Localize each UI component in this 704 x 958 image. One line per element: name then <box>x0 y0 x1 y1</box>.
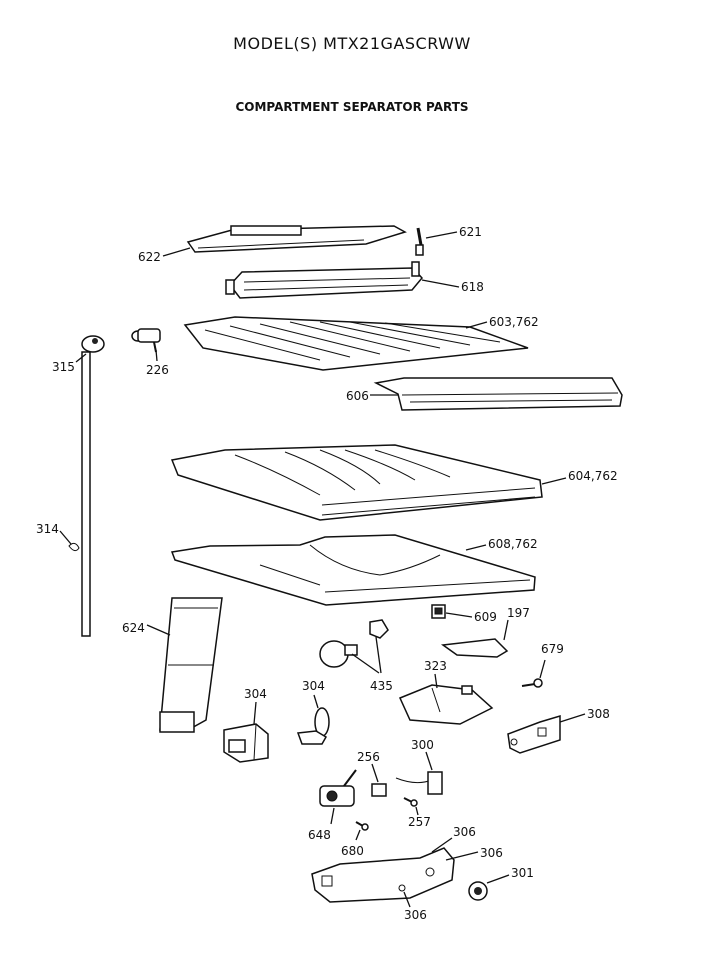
leader-609 <box>445 612 473 618</box>
leader-308 <box>559 713 586 723</box>
leader-300 <box>425 751 433 771</box>
part-314-clip <box>68 542 80 552</box>
leader-197 <box>503 619 509 641</box>
leader-604 <box>541 477 567 485</box>
leader-618 <box>421 279 460 288</box>
part-300-thermostat <box>395 771 443 795</box>
part-197-spring <box>440 638 509 658</box>
leader-622 <box>162 247 191 257</box>
label-621: 621 <box>459 225 482 239</box>
label-314: 314 <box>36 522 59 536</box>
part-622-cover <box>186 225 407 253</box>
label-608-762: 608,762 <box>488 537 538 551</box>
page-title: MODEL(S) MTX21GASCRWW <box>233 34 471 53</box>
leader-315 <box>75 353 87 363</box>
label-308: 308 <box>587 707 610 721</box>
part-301-grommet <box>468 881 488 901</box>
leader-256 <box>371 763 379 783</box>
label-618: 618 <box>461 280 484 294</box>
label-315: 315 <box>52 360 75 374</box>
part-618-rail <box>225 261 423 299</box>
leader-301 <box>486 874 510 884</box>
part-606-trim <box>373 377 623 411</box>
label-680: 680 <box>341 844 364 858</box>
part-306-housing <box>311 847 455 903</box>
leader-603 <box>465 321 488 329</box>
leader-306a <box>431 837 453 853</box>
label-304-right: 304 <box>302 679 325 693</box>
leader-306c <box>403 891 411 908</box>
leader-304b <box>313 694 319 709</box>
label-323: 323 <box>424 659 447 673</box>
label-624: 624 <box>122 621 145 635</box>
label-603-762: 603,762 <box>489 315 539 329</box>
leader-608 <box>465 544 487 551</box>
label-226: 226 <box>146 363 169 377</box>
leader-648 <box>330 807 335 825</box>
part-435-bulb <box>319 619 389 668</box>
leader-680 <box>355 829 361 841</box>
part-679-screw <box>521 678 543 688</box>
label-300: 300 <box>411 738 434 752</box>
part-308-bracket <box>507 714 561 754</box>
label-257: 257 <box>408 815 431 829</box>
label-606: 606 <box>346 389 369 403</box>
label-197: 197 <box>507 606 530 620</box>
label-304-left: 304 <box>244 687 267 701</box>
part-304-housing-left <box>223 723 269 763</box>
leader-257 <box>415 806 419 816</box>
leader-314 <box>59 530 72 545</box>
part-609-clip <box>431 604 446 619</box>
part-315-rod <box>81 335 105 637</box>
label-604-762: 604,762 <box>568 469 618 483</box>
page-subtitle: COMPARTMENT SEPARATOR PARTS <box>235 100 469 114</box>
leader-306b <box>445 851 479 861</box>
part-257-screw <box>403 797 418 807</box>
label-622: 622 <box>138 250 161 264</box>
part-624-bracket <box>159 597 223 733</box>
leader-435b <box>375 636 382 674</box>
label-306-b: 306 <box>480 846 503 860</box>
part-226-knob <box>131 328 161 353</box>
label-301: 301 <box>511 866 534 880</box>
label-609: 609 <box>474 610 497 624</box>
label-306-c: 306 <box>404 908 427 922</box>
label-306-a: 306 <box>453 825 476 839</box>
label-435: 435 <box>370 679 393 693</box>
label-648: 648 <box>308 828 331 842</box>
part-648-motor <box>319 769 357 807</box>
part-603-shelf <box>183 316 529 371</box>
leader-679 <box>539 659 546 679</box>
part-604-separator <box>170 444 543 521</box>
leader-624 <box>146 624 171 636</box>
leader-323 <box>434 673 438 689</box>
leader-226 <box>155 349 158 362</box>
leader-621 <box>425 231 458 239</box>
part-304-control <box>296 707 330 745</box>
label-679: 679 <box>541 642 564 656</box>
part-621-probe <box>415 227 424 256</box>
part-256-switch <box>371 783 387 797</box>
part-608-separator <box>170 534 536 606</box>
part-680-screw <box>355 821 369 831</box>
label-256: 256 <box>357 750 380 764</box>
part-323-housing <box>398 684 494 725</box>
leader-435a <box>351 653 380 674</box>
leader-304a <box>253 701 257 725</box>
